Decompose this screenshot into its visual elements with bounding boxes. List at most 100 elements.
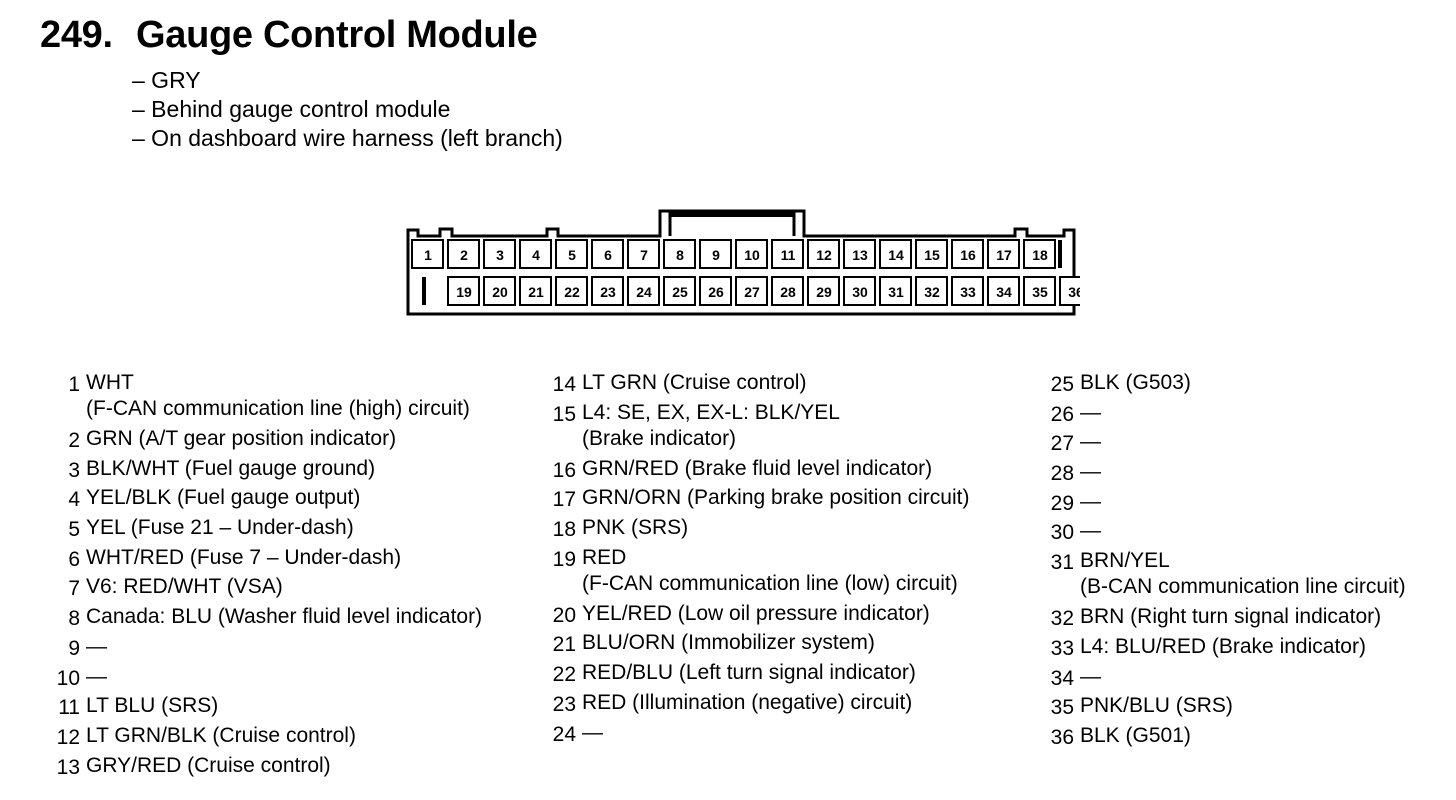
wire-color: PNK/BLU (SRS) — [1080, 694, 1233, 718]
pin-number-label: 15 — [924, 247, 940, 263]
pin-number: 33 — [1050, 636, 1074, 660]
lock-tab-bar — [670, 212, 794, 217]
pin-number-label: 18 — [1032, 247, 1048, 263]
pin-description: YEL/RED (Low oil pressure indicator) — [582, 601, 930, 627]
pin-number: 9 — [68, 636, 80, 660]
pin-number-label: 21 — [528, 284, 544, 300]
pin-number: 25 — [1050, 373, 1074, 396]
pin-number: 11 — [58, 696, 80, 720]
wire-color: BLU/ORN (Immobilizer system) — [582, 631, 875, 655]
pin-cavity — [519, 239, 552, 269]
pin-cavity — [699, 239, 732, 269]
wire-color: — — [582, 720, 603, 744]
wire-color: BRN (Right turn signal indicator) — [1080, 605, 1382, 629]
pin-number-label: 10 — [744, 247, 760, 263]
wire-color: BLK (G503) — [1080, 371, 1191, 394]
pin-number-label: 11 — [781, 247, 796, 263]
wire-color: YEL/BLK (Fuel gauge output) — [86, 486, 361, 510]
pin-number-label: 27 — [744, 284, 760, 300]
pin-number-label: 6 — [604, 247, 612, 263]
pin-cavity — [879, 276, 912, 306]
pin-number-label: 16 — [960, 247, 976, 263]
pin-description: — — [582, 720, 603, 746]
pin-number: 22 — [552, 663, 576, 687]
pin-description: V6: RED/WHT (VSA) — [86, 574, 283, 600]
pin-number-label: 22 — [564, 284, 580, 300]
pin-cavity — [807, 276, 840, 306]
pin-description: — — [1080, 664, 1101, 690]
circuit-note: (Brake indicator) — [582, 426, 737, 450]
pin-cavity — [987, 276, 1020, 306]
spec-color: – GRY — [132, 67, 201, 93]
wire-color: GRN/ORN (Parking brake position circuit) — [582, 486, 970, 510]
pin-description: BLK (G503) — [1080, 370, 1191, 396]
pin-number: 15 — [552, 402, 576, 426]
circuit-note: (F-CAN communication line (low) circuit) — [582, 571, 958, 595]
pin-cavity — [519, 276, 552, 306]
pin-cavity — [735, 239, 768, 269]
pin-number: 29 — [1050, 491, 1074, 515]
pin-number-label: 30 — [852, 284, 868, 300]
pin-cavity — [699, 276, 732, 306]
pin-number: 13 — [56, 755, 80, 779]
pin-number-label: 8 — [676, 247, 684, 263]
wire-color: LT GRN (Cruise control) — [582, 371, 807, 394]
wire-color: — — [1080, 664, 1101, 688]
pin-number: 1 — [68, 373, 80, 396]
pin-number-label: 13 — [852, 247, 868, 263]
pin-cavity — [591, 239, 624, 269]
pin-cavity — [771, 276, 804, 306]
wire-color: — — [86, 634, 107, 658]
wire-color: BRN/YEL — [1080, 549, 1170, 573]
pin-cavity — [1023, 239, 1056, 269]
wire-color: WHT/RED (Fuse 7 – Under-dash) — [86, 545, 402, 569]
pin-description: — — [1080, 429, 1101, 455]
pin-description: GRN (A/T gear position indicator) — [86, 426, 396, 452]
pin-number-label: 3 — [496, 247, 504, 263]
pin-number-label: 32 — [924, 284, 940, 300]
pin-cavity — [771, 239, 804, 269]
pin-number-label: 26 — [708, 284, 724, 300]
pin-number: 6 — [68, 547, 80, 571]
pin-cavity — [627, 239, 660, 269]
wire-color: BLK/WHT (Fuel gauge ground) — [86, 456, 376, 480]
pin-number: 3 — [68, 458, 80, 482]
pin-number-label: 34 — [996, 284, 1012, 300]
pin-description: — — [86, 634, 107, 660]
pin-description: LT BLU (SRS) — [86, 693, 218, 719]
wire-color: — — [1080, 400, 1101, 424]
pin-description: — — [1080, 518, 1101, 544]
pin-number: 4 — [68, 488, 80, 512]
pin-number: 28 — [1050, 462, 1074, 486]
pin-cavity — [915, 239, 948, 269]
pin-description: GRY/RED (Cruise control) — [86, 753, 331, 779]
pin-number: 30 — [1050, 521, 1074, 545]
pin-cavity — [663, 239, 696, 269]
pin-number-label: 19 — [456, 284, 472, 300]
pin-cavity — [843, 276, 876, 306]
pin-description: — — [1080, 459, 1101, 485]
pin-cavity — [735, 276, 768, 306]
pin-description: BLK/WHT (Fuel gauge ground) — [86, 456, 375, 482]
pin-number: 8 — [68, 607, 80, 631]
housing-divider — [1058, 240, 1062, 268]
pin-number-label: 35 — [1032, 284, 1048, 300]
pin-cavity — [663, 276, 696, 306]
wire-color: — — [86, 664, 107, 688]
pin-description: GRN/RED (Brake fluid level indicator) — [582, 456, 932, 482]
connector-specs: – GRY – Behind gauge control module – On… — [132, 66, 563, 153]
pin-cavity — [915, 276, 948, 306]
wire-color: LT GRN/BLK (Cruise control) — [86, 723, 356, 747]
pin-number-label: 25 — [672, 284, 688, 300]
pin-cavity — [951, 239, 984, 269]
pin-description: BLK (G501) — [1080, 723, 1191, 749]
pin-number-label: 9 — [712, 247, 720, 263]
pin-number-label: 24 — [636, 284, 652, 300]
pin-description: BLU/ORN (Immobilizer system) — [582, 630, 875, 656]
pin-number: 16 — [552, 458, 576, 482]
pin-cavity — [555, 239, 588, 269]
pin-number-label: 12 — [816, 247, 832, 263]
pin-cavity — [987, 239, 1020, 269]
